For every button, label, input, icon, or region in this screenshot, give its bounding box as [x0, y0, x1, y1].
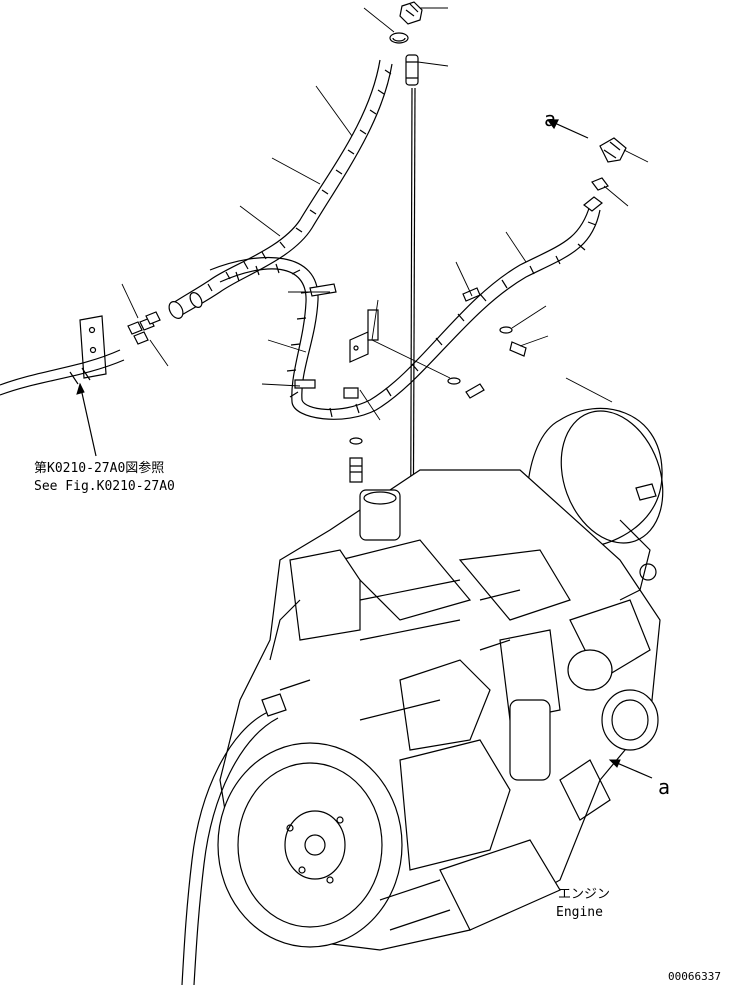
view-ref-side: a — [658, 775, 670, 799]
engine-label-en: Engine — [556, 905, 603, 920]
reference-label-en: See Fig.K0210-27A0 — [34, 479, 175, 494]
left-bracket-clamps — [0, 311, 161, 396]
engine-block — [217, 469, 661, 951]
top-fitting-group — [389, 1, 423, 741]
bracket-bolts — [343, 309, 527, 483]
drawing-number: 00066337 — [668, 970, 721, 983]
left-hose — [168, 59, 393, 319]
reference-label-jp: 第K0210-27A0図参照 — [34, 460, 164, 476]
leader-lines — [121, 7, 649, 421]
elbow-fitting — [546, 119, 627, 191]
reference-arrow — [76, 382, 97, 457]
engine-label-jp: エンジン — [558, 887, 610, 902]
drain-hose — [181, 693, 287, 985]
annotations: a a 第K0210-27A0図参照 See Fig.K0210-27A0 エン… — [34, 107, 721, 983]
view-ref-top: a — [544, 107, 556, 131]
view-arrow-side — [608, 759, 653, 779]
middle-hose — [209, 196, 603, 420]
